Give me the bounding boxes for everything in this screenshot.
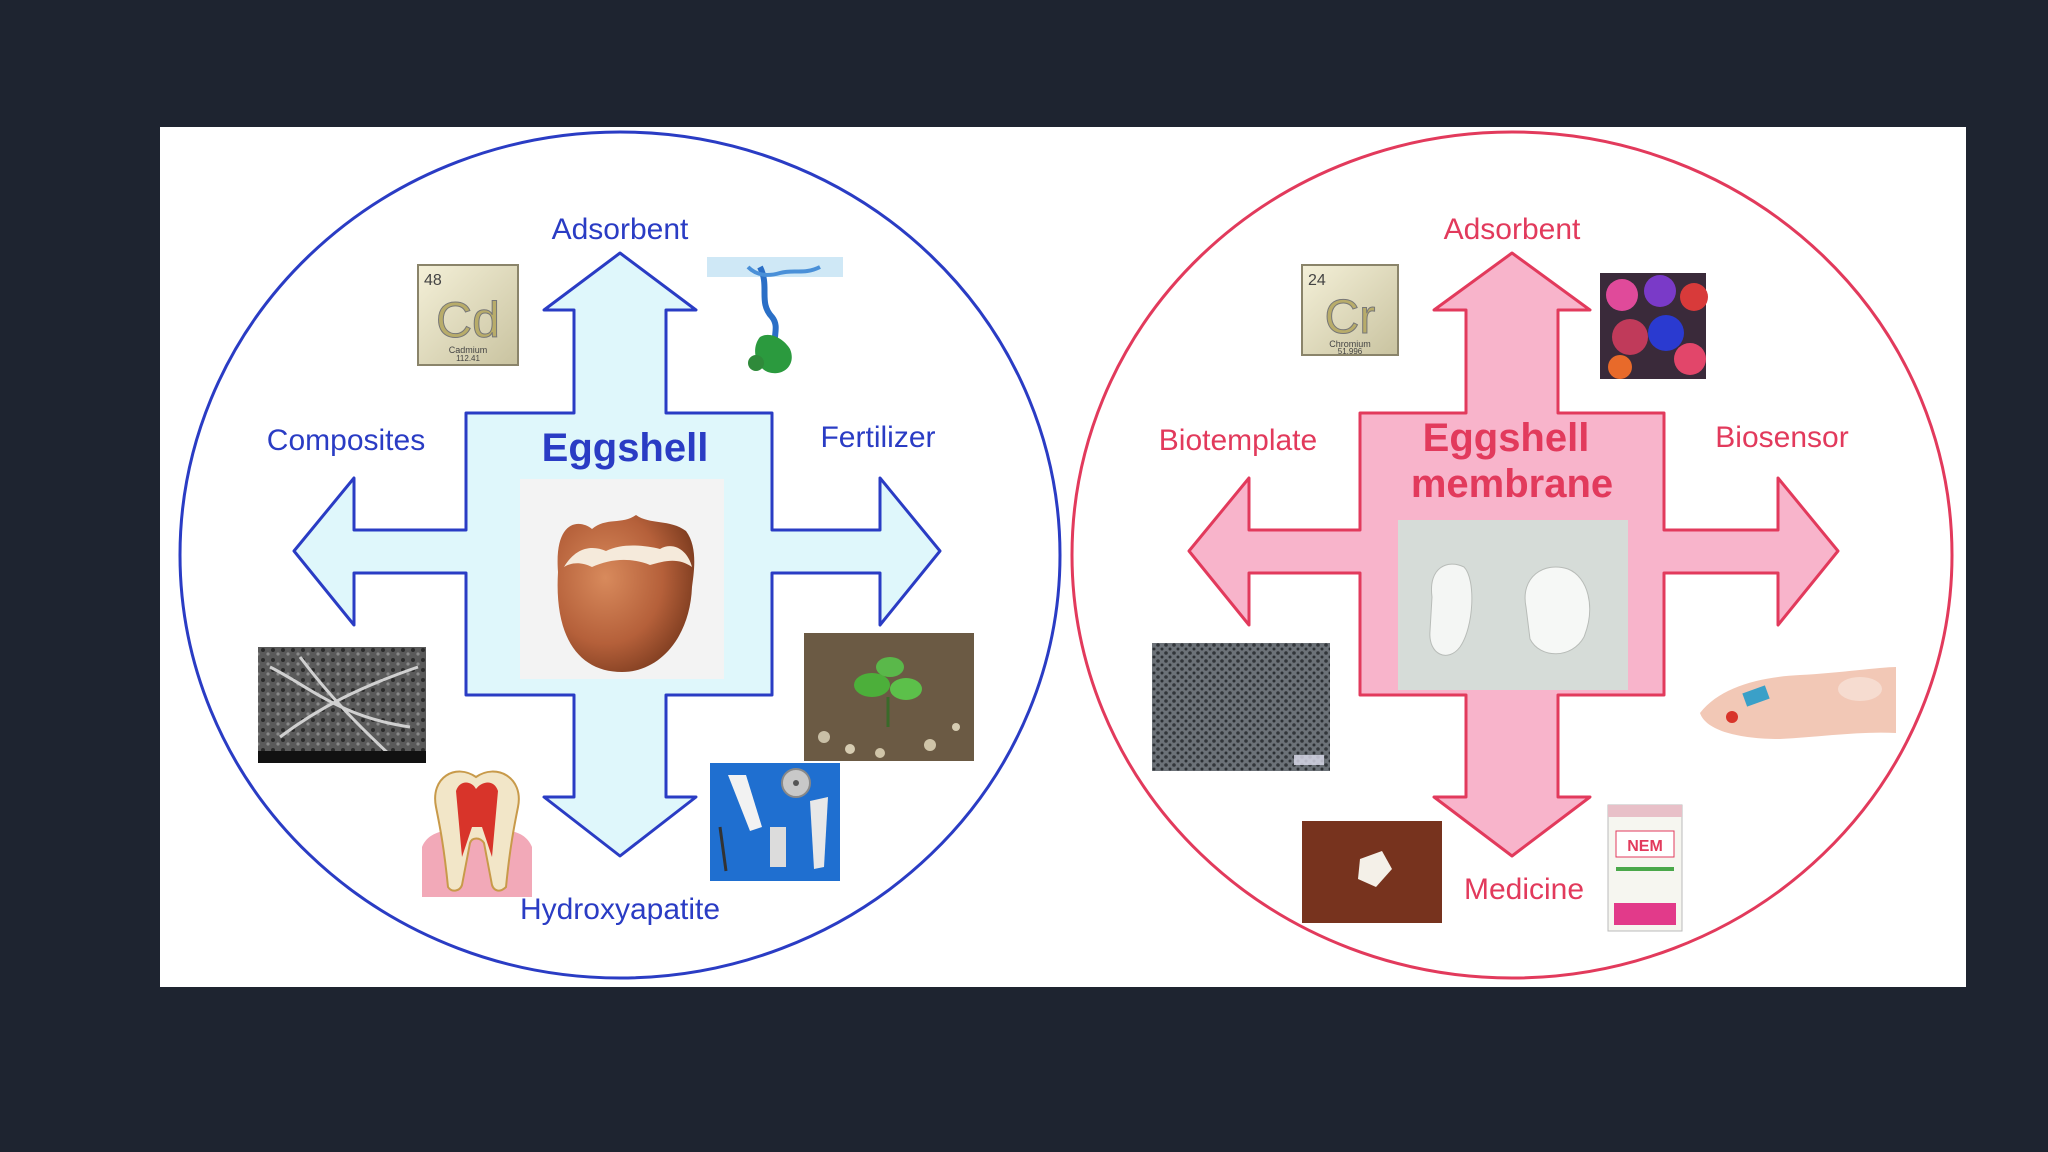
eggshell-title: Eggshell bbox=[542, 426, 709, 470]
eggshell-membrane-panel: Eggshell membrane Adsorbent Biotemplate … bbox=[1070, 130, 1954, 980]
label-hydroxyapatite: Hydroxyapatite bbox=[520, 893, 720, 926]
svg-text:48: 48 bbox=[424, 272, 442, 289]
label-fertilizer: Fertilizer bbox=[820, 421, 935, 454]
svg-text:Cr: Cr bbox=[1325, 291, 1376, 344]
svg-text:NEM: NEM bbox=[1627, 838, 1663, 855]
membrane-title-line2: membrane bbox=[1411, 462, 1613, 506]
eggshell-circle bbox=[178, 130, 1062, 980]
tooth-icon bbox=[418, 767, 536, 897]
svg-text:Chromium: Chromium bbox=[1329, 339, 1371, 349]
svg-text:Cadmium: Cadmium bbox=[449, 345, 488, 355]
wound-dressing-icon bbox=[1302, 821, 1442, 923]
diagram-figure: Eggshell Adsorbent Composites Fertilizer… bbox=[160, 127, 1966, 987]
bone-implant-icon bbox=[710, 763, 840, 881]
seedling-icon bbox=[804, 633, 974, 761]
diagram-canvas: Eggshell Adsorbent Composites Fertilizer… bbox=[178, 130, 1954, 980]
label-biotemplate: Biotemplate bbox=[1159, 424, 1317, 457]
cadmium-element-icon: 48 Cd Cadmium 112.41 bbox=[417, 264, 519, 366]
label-adsorbent-right: Adsorbent bbox=[1444, 213, 1581, 246]
finger-sensor-icon bbox=[1686, 641, 1896, 743]
eggshell-panel: Eggshell Adsorbent Composites Fertilizer… bbox=[178, 130, 1062, 980]
chromium-element-icon: 24 Cr Chromium 51.996 bbox=[1301, 264, 1399, 356]
svg-text:24: 24 bbox=[1308, 272, 1326, 289]
label-biosensor: Biosensor bbox=[1715, 421, 1848, 454]
product-box-icon: NEM bbox=[1607, 804, 1683, 932]
dye-in-water-icon bbox=[707, 255, 843, 379]
broken-egg-icon bbox=[520, 479, 724, 679]
svg-text:Cd: Cd bbox=[436, 292, 500, 348]
svg-text:51.996: 51.996 bbox=[1338, 347, 1363, 356]
sem-micrograph-icon bbox=[258, 647, 426, 763]
label-composites: Composites bbox=[267, 424, 425, 457]
eggshell-membrane-pieces-icon bbox=[1398, 520, 1628, 690]
membrane-title-line1: Eggshell bbox=[1423, 416, 1590, 460]
label-medicine: Medicine bbox=[1464, 873, 1584, 906]
label-adsorbent-left: Adsorbent bbox=[552, 213, 689, 246]
sem-micrograph-icon bbox=[1152, 643, 1330, 771]
colored-powders-icon bbox=[1600, 273, 1708, 379]
eggshell-membrane-circle bbox=[1070, 130, 1954, 980]
svg-text:112.41: 112.41 bbox=[456, 354, 480, 363]
